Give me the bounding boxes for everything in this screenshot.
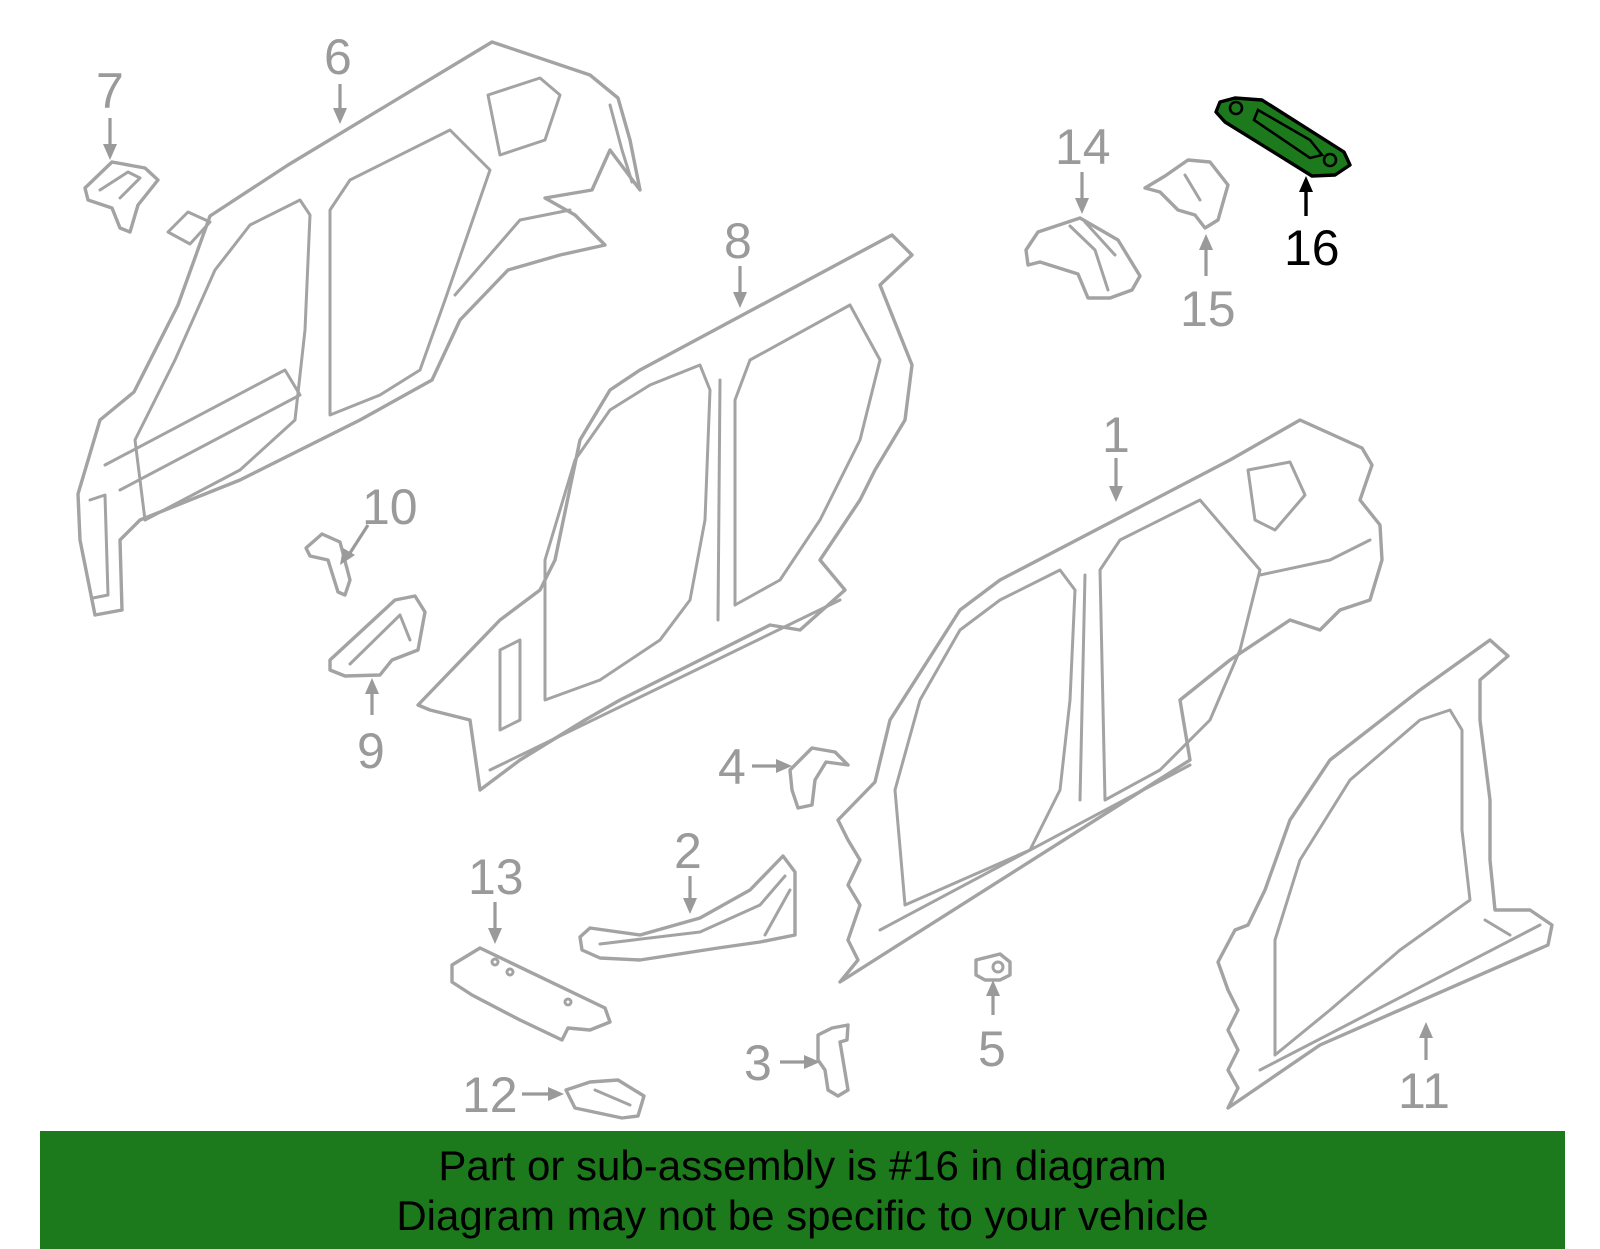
callout-11-label: 11 [1398, 1063, 1450, 1119]
callout-9: 9 [357, 678, 385, 779]
part-8-reinforcement[interactable] [416, 233, 914, 792]
callout-8: 8 [724, 213, 752, 308]
part-12-bracket[interactable] [564, 1078, 646, 1120]
part-16-recess [1252, 108, 1325, 160]
callout-3-label: 3 [744, 1035, 772, 1091]
callout-2: 2 [674, 823, 702, 914]
callout-4-label: 4 [718, 739, 746, 795]
part-15-bracket[interactable] [1143, 158, 1230, 230]
part-7-bracket[interactable] [83, 160, 160, 234]
part-16-hole-left [1228, 100, 1244, 116]
callout-6-label: 6 [324, 29, 352, 85]
callout-3: 3 [744, 1035, 820, 1091]
callout-5-label: 5 [978, 1021, 1006, 1077]
part-9-bracket[interactable] [328, 594, 427, 678]
callout-10-label: 10 [362, 479, 418, 535]
callout-11: 11 [1398, 1022, 1450, 1119]
callout-7-label: 7 [96, 63, 124, 119]
part-10-bracket[interactable] [304, 532, 352, 597]
banner-line-2: Diagram may not be specific to your vehi… [396, 1192, 1209, 1239]
info-banner: Part or sub-assembly is #16 in diagram D… [40, 1131, 1565, 1249]
callout-16-label: 16 [1284, 220, 1340, 276]
callout-14-label: 14 [1055, 119, 1111, 175]
callout-10: 10 [340, 479, 418, 565]
callout-13-label: 13 [468, 849, 524, 905]
part-4-bracket[interactable] [788, 746, 850, 810]
part-1-outer-body-side[interactable] [836, 418, 1384, 984]
part-3-bracket[interactable] [816, 1023, 850, 1098]
part-13-plate[interactable] [450, 946, 612, 1042]
callout-12: 12 [462, 1067, 564, 1123]
callout-5: 5 [978, 980, 1006, 1077]
part-16-shape [1214, 96, 1352, 178]
callout-4: 4 [718, 739, 792, 795]
banner-line-1: Part or sub-assembly is #16 in diagram [438, 1142, 1167, 1189]
callout-2-label: 2 [674, 823, 702, 879]
part-11-outer-panel[interactable] [1216, 638, 1554, 1110]
part-16-hole-right [1322, 152, 1338, 168]
callout-1: 1 [1102, 407, 1130, 502]
callout-12-label: 12 [462, 1067, 518, 1123]
part-16-highlighted-plate[interactable] [1214, 96, 1352, 178]
callout-9-label: 9 [357, 723, 385, 779]
callout-15: 15 [1180, 234, 1236, 337]
callout-7: 7 [96, 63, 124, 160]
callout-14: 14 [1055, 119, 1111, 214]
part-14-wheelhouse-bracket[interactable] [1024, 216, 1142, 300]
callout-6: 6 [324, 29, 352, 124]
part-2-rail[interactable] [578, 854, 797, 962]
callout-15-label: 15 [1180, 281, 1236, 337]
part-6-inner-body-side[interactable] [76, 40, 642, 617]
callout-13: 13 [468, 849, 524, 944]
part-5-bracket[interactable] [974, 952, 1012, 982]
callout-1-label: 1 [1102, 407, 1130, 463]
callout-8-label: 8 [724, 213, 752, 269]
callout-16: 16 [1284, 176, 1340, 276]
